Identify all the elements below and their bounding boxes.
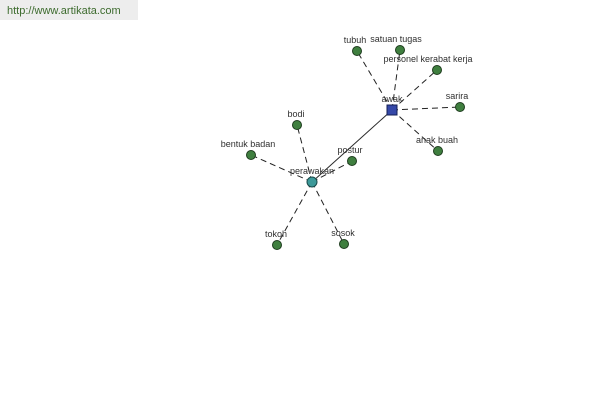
label-bentuk-badan: bentuk badan bbox=[221, 139, 276, 149]
label-awak: awak bbox=[381, 94, 403, 104]
node-perawakan[interactable] bbox=[306, 176, 318, 188]
node-awak[interactable] bbox=[386, 104, 398, 116]
edge-perawakan-tokoh bbox=[276, 181, 313, 246]
node-sosok[interactable] bbox=[339, 239, 349, 249]
node-postur[interactable] bbox=[347, 156, 357, 166]
label-bodi: bodi bbox=[287, 109, 304, 119]
node-tubuh[interactable] bbox=[352, 46, 362, 56]
edges-layer bbox=[250, 49, 461, 246]
node-sarira[interactable] bbox=[455, 102, 465, 112]
edge-awak-sarira bbox=[391, 106, 461, 111]
watermark-url: http://www.artikata.com bbox=[0, 0, 138, 20]
node-bentuk-badan[interactable] bbox=[246, 150, 256, 160]
label-satuan-tugas: satuan tugas bbox=[370, 34, 422, 44]
edge-perawakan-postur bbox=[311, 160, 353, 183]
edge-perawakan-awak bbox=[311, 109, 393, 183]
edge-perawakan-sosok bbox=[311, 181, 345, 245]
edge-awak-satuan-tugas bbox=[391, 49, 401, 111]
edge-awak-personel-kerabat-kerja bbox=[391, 69, 438, 111]
label-personel-kerabat-kerja: personel kerabat kerja bbox=[383, 54, 472, 64]
node-anak-buah[interactable] bbox=[433, 146, 443, 156]
node-tokoh[interactable] bbox=[272, 240, 282, 250]
node-satuan-tugas[interactable] bbox=[395, 45, 405, 55]
edge-perawakan-bentuk-badan bbox=[250, 154, 313, 183]
label-tokoh: tokoh bbox=[265, 229, 287, 239]
label-tubuh: tubuh bbox=[344, 35, 367, 45]
labels-layer: perawakan awak bodi bentuk badan postur tokoh… bbox=[221, 34, 473, 239]
label-perawakan: perawakan bbox=[290, 166, 334, 176]
label-anak-buah: anak buah bbox=[416, 135, 458, 145]
label-sarira: sarira bbox=[446, 91, 469, 101]
node-personel-kerabat-kerja[interactable] bbox=[432, 65, 442, 75]
label-postur: postur bbox=[337, 145, 362, 155]
node-bodi[interactable] bbox=[292, 120, 302, 130]
nodes-layer bbox=[246, 45, 465, 250]
edge-awak-tubuh bbox=[356, 50, 393, 111]
edge-awak-anak-buah bbox=[391, 109, 439, 152]
label-sosok: sosok bbox=[331, 228, 355, 238]
